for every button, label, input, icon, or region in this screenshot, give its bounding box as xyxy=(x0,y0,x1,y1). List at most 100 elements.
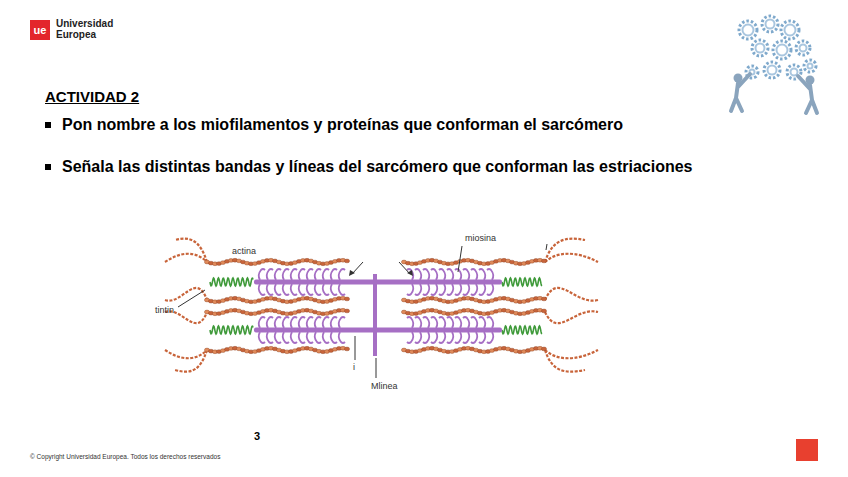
logo-mark: ue xyxy=(34,24,47,37)
myosin-head xyxy=(315,284,321,295)
myosin-head xyxy=(339,269,345,280)
leader-line xyxy=(546,244,547,250)
bullet-square xyxy=(45,164,51,170)
myosin-head xyxy=(307,269,313,280)
actin-strand xyxy=(545,288,598,301)
task-bullet: Pon nombre a los miofilamentos y proteín… xyxy=(62,116,623,134)
myosin-head xyxy=(463,284,469,295)
myosin-head xyxy=(415,269,421,280)
myosin-head xyxy=(431,317,437,328)
part-label: Mlinea xyxy=(371,381,398,391)
part-label: i xyxy=(353,362,355,372)
myosin-head xyxy=(275,269,281,280)
figure-body xyxy=(731,74,750,111)
myosin-head xyxy=(339,332,345,343)
myosin-head xyxy=(307,284,313,295)
myosin-head xyxy=(291,332,297,343)
logo-name: Universidad Europea xyxy=(56,19,118,40)
copyright-note: © Copyright Universidad Europea. Todos l… xyxy=(30,453,220,460)
myosin-head xyxy=(323,269,329,280)
part-label: tintin xyxy=(155,305,174,315)
actin-strand xyxy=(545,350,585,372)
myosin-head xyxy=(415,284,421,295)
myosin-head xyxy=(315,317,321,328)
myosin-head xyxy=(299,269,305,280)
leader-line xyxy=(178,290,205,307)
myosin-head xyxy=(415,332,421,343)
myosin-head xyxy=(423,284,429,295)
myosin-head xyxy=(315,332,321,343)
myosin-head xyxy=(323,332,329,343)
bullet-square xyxy=(45,122,51,128)
myosin-head xyxy=(275,317,281,328)
myosin-head xyxy=(471,284,477,295)
myosin-head xyxy=(267,269,273,280)
myosin-head xyxy=(323,284,329,295)
arrow-head xyxy=(349,270,355,276)
myosin-head xyxy=(331,332,337,343)
gear xyxy=(739,21,757,39)
page-number: 3 xyxy=(254,430,260,443)
myosin-head xyxy=(291,284,297,295)
actin-bead xyxy=(541,309,546,313)
sarcomere-drawing xyxy=(165,239,598,378)
myosin-head xyxy=(487,332,493,343)
logo-square xyxy=(30,20,50,40)
actin-bead xyxy=(541,259,546,263)
myosin-head xyxy=(339,284,345,295)
actin-bead xyxy=(344,309,349,313)
myosin-head xyxy=(407,317,413,328)
myosin-head xyxy=(487,269,493,280)
myosin-head xyxy=(315,269,321,280)
myosin-head xyxy=(447,269,453,280)
actin-bead xyxy=(344,347,349,351)
myosin-head xyxy=(307,332,313,343)
myosin-head xyxy=(479,284,485,295)
myosin-head xyxy=(407,269,413,280)
leader-line xyxy=(376,358,377,378)
myosin-head xyxy=(415,317,421,328)
actin-bead xyxy=(344,259,349,263)
myosin-head xyxy=(331,269,337,280)
myosin-head xyxy=(455,284,461,295)
myosin-head xyxy=(487,317,493,328)
gear xyxy=(752,40,768,56)
myosin-head xyxy=(423,317,429,328)
titin-spring xyxy=(210,278,253,286)
gear-hub xyxy=(808,64,813,69)
myosin-head xyxy=(431,269,437,280)
actin-strand xyxy=(545,254,598,262)
gear-hub xyxy=(791,69,798,76)
figure-body xyxy=(798,76,817,113)
myosin-head xyxy=(463,269,469,280)
myosin-head xyxy=(471,269,477,280)
gear-hub xyxy=(766,20,775,29)
myosin-head xyxy=(447,317,453,328)
myosin-head xyxy=(479,332,485,343)
myosin-head xyxy=(307,317,313,328)
myosin-head xyxy=(407,284,413,295)
myosin-head xyxy=(439,317,445,328)
leader-line xyxy=(458,246,462,272)
gear xyxy=(796,41,810,55)
myosin-head xyxy=(291,317,297,328)
myosin-head xyxy=(283,269,289,280)
myosin-head xyxy=(283,284,289,295)
myosin-head xyxy=(431,332,437,343)
myosin-head xyxy=(487,284,493,295)
titin-spring xyxy=(502,326,542,334)
gear xyxy=(773,41,791,59)
arrow-head xyxy=(407,270,413,276)
gear-hub xyxy=(768,66,777,75)
actin-strand xyxy=(165,254,207,262)
myosin-head xyxy=(423,332,429,343)
gears-icon xyxy=(731,16,817,113)
myosin-head xyxy=(275,332,281,343)
actin-strand xyxy=(545,239,585,262)
part-label: actina xyxy=(232,246,256,256)
myosin-head xyxy=(299,284,305,295)
actin-bead xyxy=(541,297,546,301)
myosin-head xyxy=(439,332,445,343)
myosin-head xyxy=(471,317,477,328)
